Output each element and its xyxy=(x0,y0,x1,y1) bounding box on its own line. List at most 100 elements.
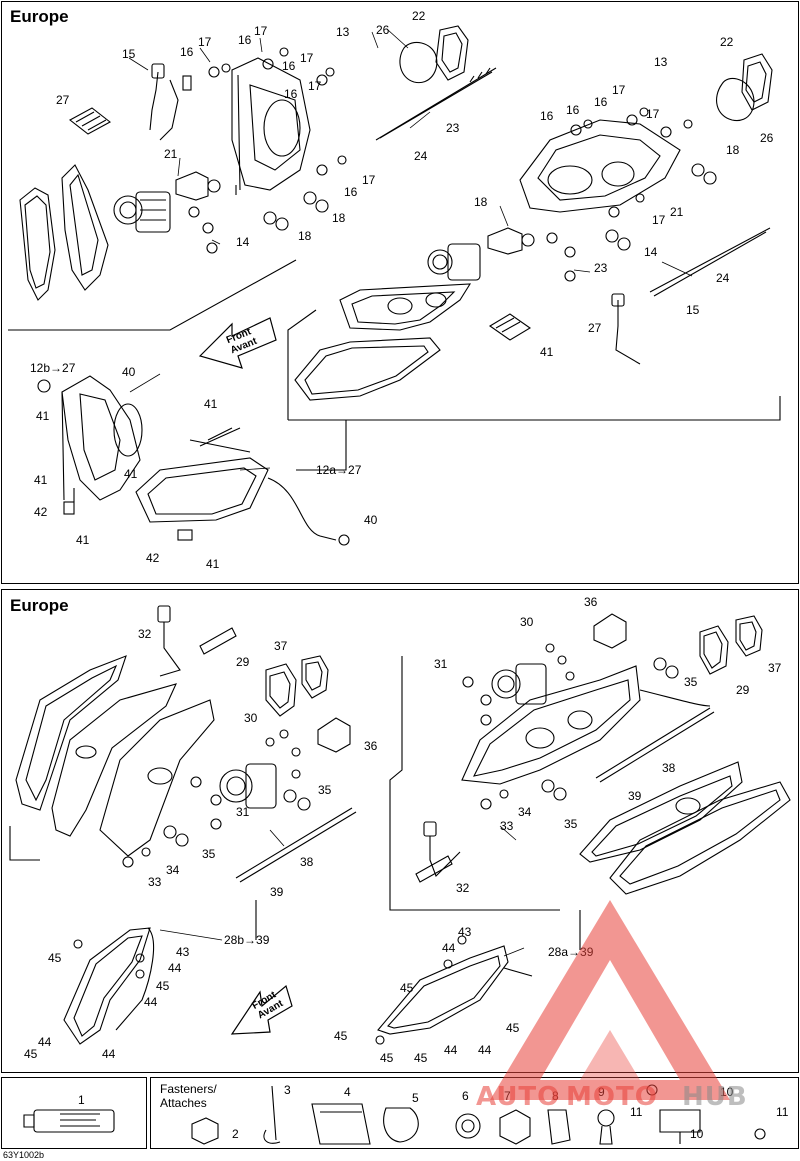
callout: 44 xyxy=(144,995,158,1009)
callout: 45 xyxy=(156,979,170,993)
callout: 16 xyxy=(238,33,252,47)
callout: 45 xyxy=(506,1021,520,1035)
callout: 40 xyxy=(364,513,378,527)
callout: 17 xyxy=(198,35,212,49)
callout: 16 xyxy=(284,87,298,101)
callout: 12b→27 xyxy=(30,361,76,375)
watermark-text-hub: HUB xyxy=(682,1082,748,1112)
callout: 14 xyxy=(644,245,658,259)
callout: 11 xyxy=(776,1105,789,1119)
callout: 24 xyxy=(716,271,730,285)
fastener-10-bracket xyxy=(659,1109,701,1144)
callout: 6 xyxy=(462,1089,469,1103)
bottom-bulb-36-left xyxy=(317,717,351,753)
bottom-assembly-28b xyxy=(63,927,155,1045)
top-divider-left xyxy=(8,259,297,331)
callout: 36 xyxy=(584,595,598,609)
top-right-bezel-and-trim xyxy=(294,283,472,401)
callout: 14 xyxy=(236,235,250,249)
callout: 26 xyxy=(376,23,390,37)
bottom-gaskets-29-37-left xyxy=(265,655,329,717)
callout: 5 xyxy=(412,1091,419,1105)
callout: 22 xyxy=(412,9,426,23)
callout: 44 xyxy=(444,1043,458,1057)
callout: 43 xyxy=(458,925,472,939)
callout: 22 xyxy=(720,35,734,49)
callout: 11 xyxy=(630,1105,643,1119)
callout: 28b→39 xyxy=(224,933,270,947)
bottom-right-projector-module xyxy=(491,663,547,705)
bottom-wire-32-right xyxy=(415,821,461,883)
callout: 4 xyxy=(344,1085,351,1099)
top-wire-15 xyxy=(149,63,192,141)
callout: 44 xyxy=(442,941,456,955)
callout: 18 xyxy=(332,211,346,225)
top-connector-27 xyxy=(68,107,112,135)
top-assembly-12b xyxy=(61,375,143,502)
callout: 3 xyxy=(284,1083,291,1097)
callout: 35 xyxy=(318,783,332,797)
callout: 13 xyxy=(336,25,350,39)
callout: 41 xyxy=(76,533,90,547)
callout: 18 xyxy=(726,143,740,157)
bottom-section-title: Europe xyxy=(10,596,69,615)
bottom-right-headlight-housing xyxy=(461,665,711,785)
callout: 17 xyxy=(254,24,268,38)
callout: 12a→27 xyxy=(316,463,362,477)
callout: 44 xyxy=(38,1035,52,1049)
callout: 16 xyxy=(344,185,358,199)
callout: 29 xyxy=(236,655,250,669)
top-bulb-21-right xyxy=(487,227,535,255)
callout: 17 xyxy=(646,107,660,121)
callout: 36 xyxy=(364,739,378,753)
fastener-4-sleeve xyxy=(311,1103,371,1145)
callout: 16 xyxy=(594,95,608,109)
callout: 31 xyxy=(236,805,250,819)
bottom-gaskets-29-37-right xyxy=(699,615,763,675)
callout: 41 xyxy=(206,557,220,571)
fastener-8-clip xyxy=(547,1109,571,1145)
callout: 44 xyxy=(478,1043,492,1057)
callout: 44 xyxy=(168,961,182,975)
callout: 31 xyxy=(434,657,448,671)
callout: 42 xyxy=(34,505,48,519)
watermark-text-moto: MOTO xyxy=(566,1082,658,1112)
callout: 17 xyxy=(308,79,322,93)
callout: 44 xyxy=(102,1047,116,1061)
callout: 15 xyxy=(686,303,700,317)
callout: 45 xyxy=(48,951,62,965)
callout: 17 xyxy=(362,173,376,187)
diagram-code: 63Y1002b xyxy=(3,1150,45,1160)
callout: 27 xyxy=(588,321,602,335)
bottom-right-bezel xyxy=(579,761,791,895)
callout: 37 xyxy=(768,661,782,675)
callout: 32 xyxy=(456,881,470,895)
callout: 39 xyxy=(270,885,284,899)
callout: 16 xyxy=(180,45,194,59)
top-right-headlight-housing xyxy=(519,119,681,213)
callout: 26 xyxy=(760,131,774,145)
callout: 32 xyxy=(138,627,152,641)
top-section-title: Europe xyxy=(10,7,69,26)
callout: 43 xyxy=(176,945,190,959)
top-diagram-panel xyxy=(1,1,799,584)
callout: 30 xyxy=(520,615,534,629)
callout: 35 xyxy=(202,847,216,861)
bottom-bulb-36-right xyxy=(593,613,627,649)
callout: 45 xyxy=(400,981,414,995)
top-left-projector-module xyxy=(113,191,171,233)
watermark-logo xyxy=(490,900,730,1100)
callout: 45 xyxy=(380,1051,394,1065)
top-screws-clips-left xyxy=(188,47,347,254)
top-left-lens-group xyxy=(19,164,109,301)
callout: 37 xyxy=(274,639,288,653)
callout: 18 xyxy=(298,229,312,243)
bottom-assembly-28a xyxy=(377,945,533,1035)
callout: 40 xyxy=(122,365,136,379)
top-right-fasteners xyxy=(546,107,717,282)
top-adjuster-23-24 xyxy=(375,67,497,141)
top-gasket-22-26 xyxy=(399,25,773,122)
top-assembly-12a xyxy=(63,427,337,541)
bottom-adjuster-38-left xyxy=(235,807,357,883)
